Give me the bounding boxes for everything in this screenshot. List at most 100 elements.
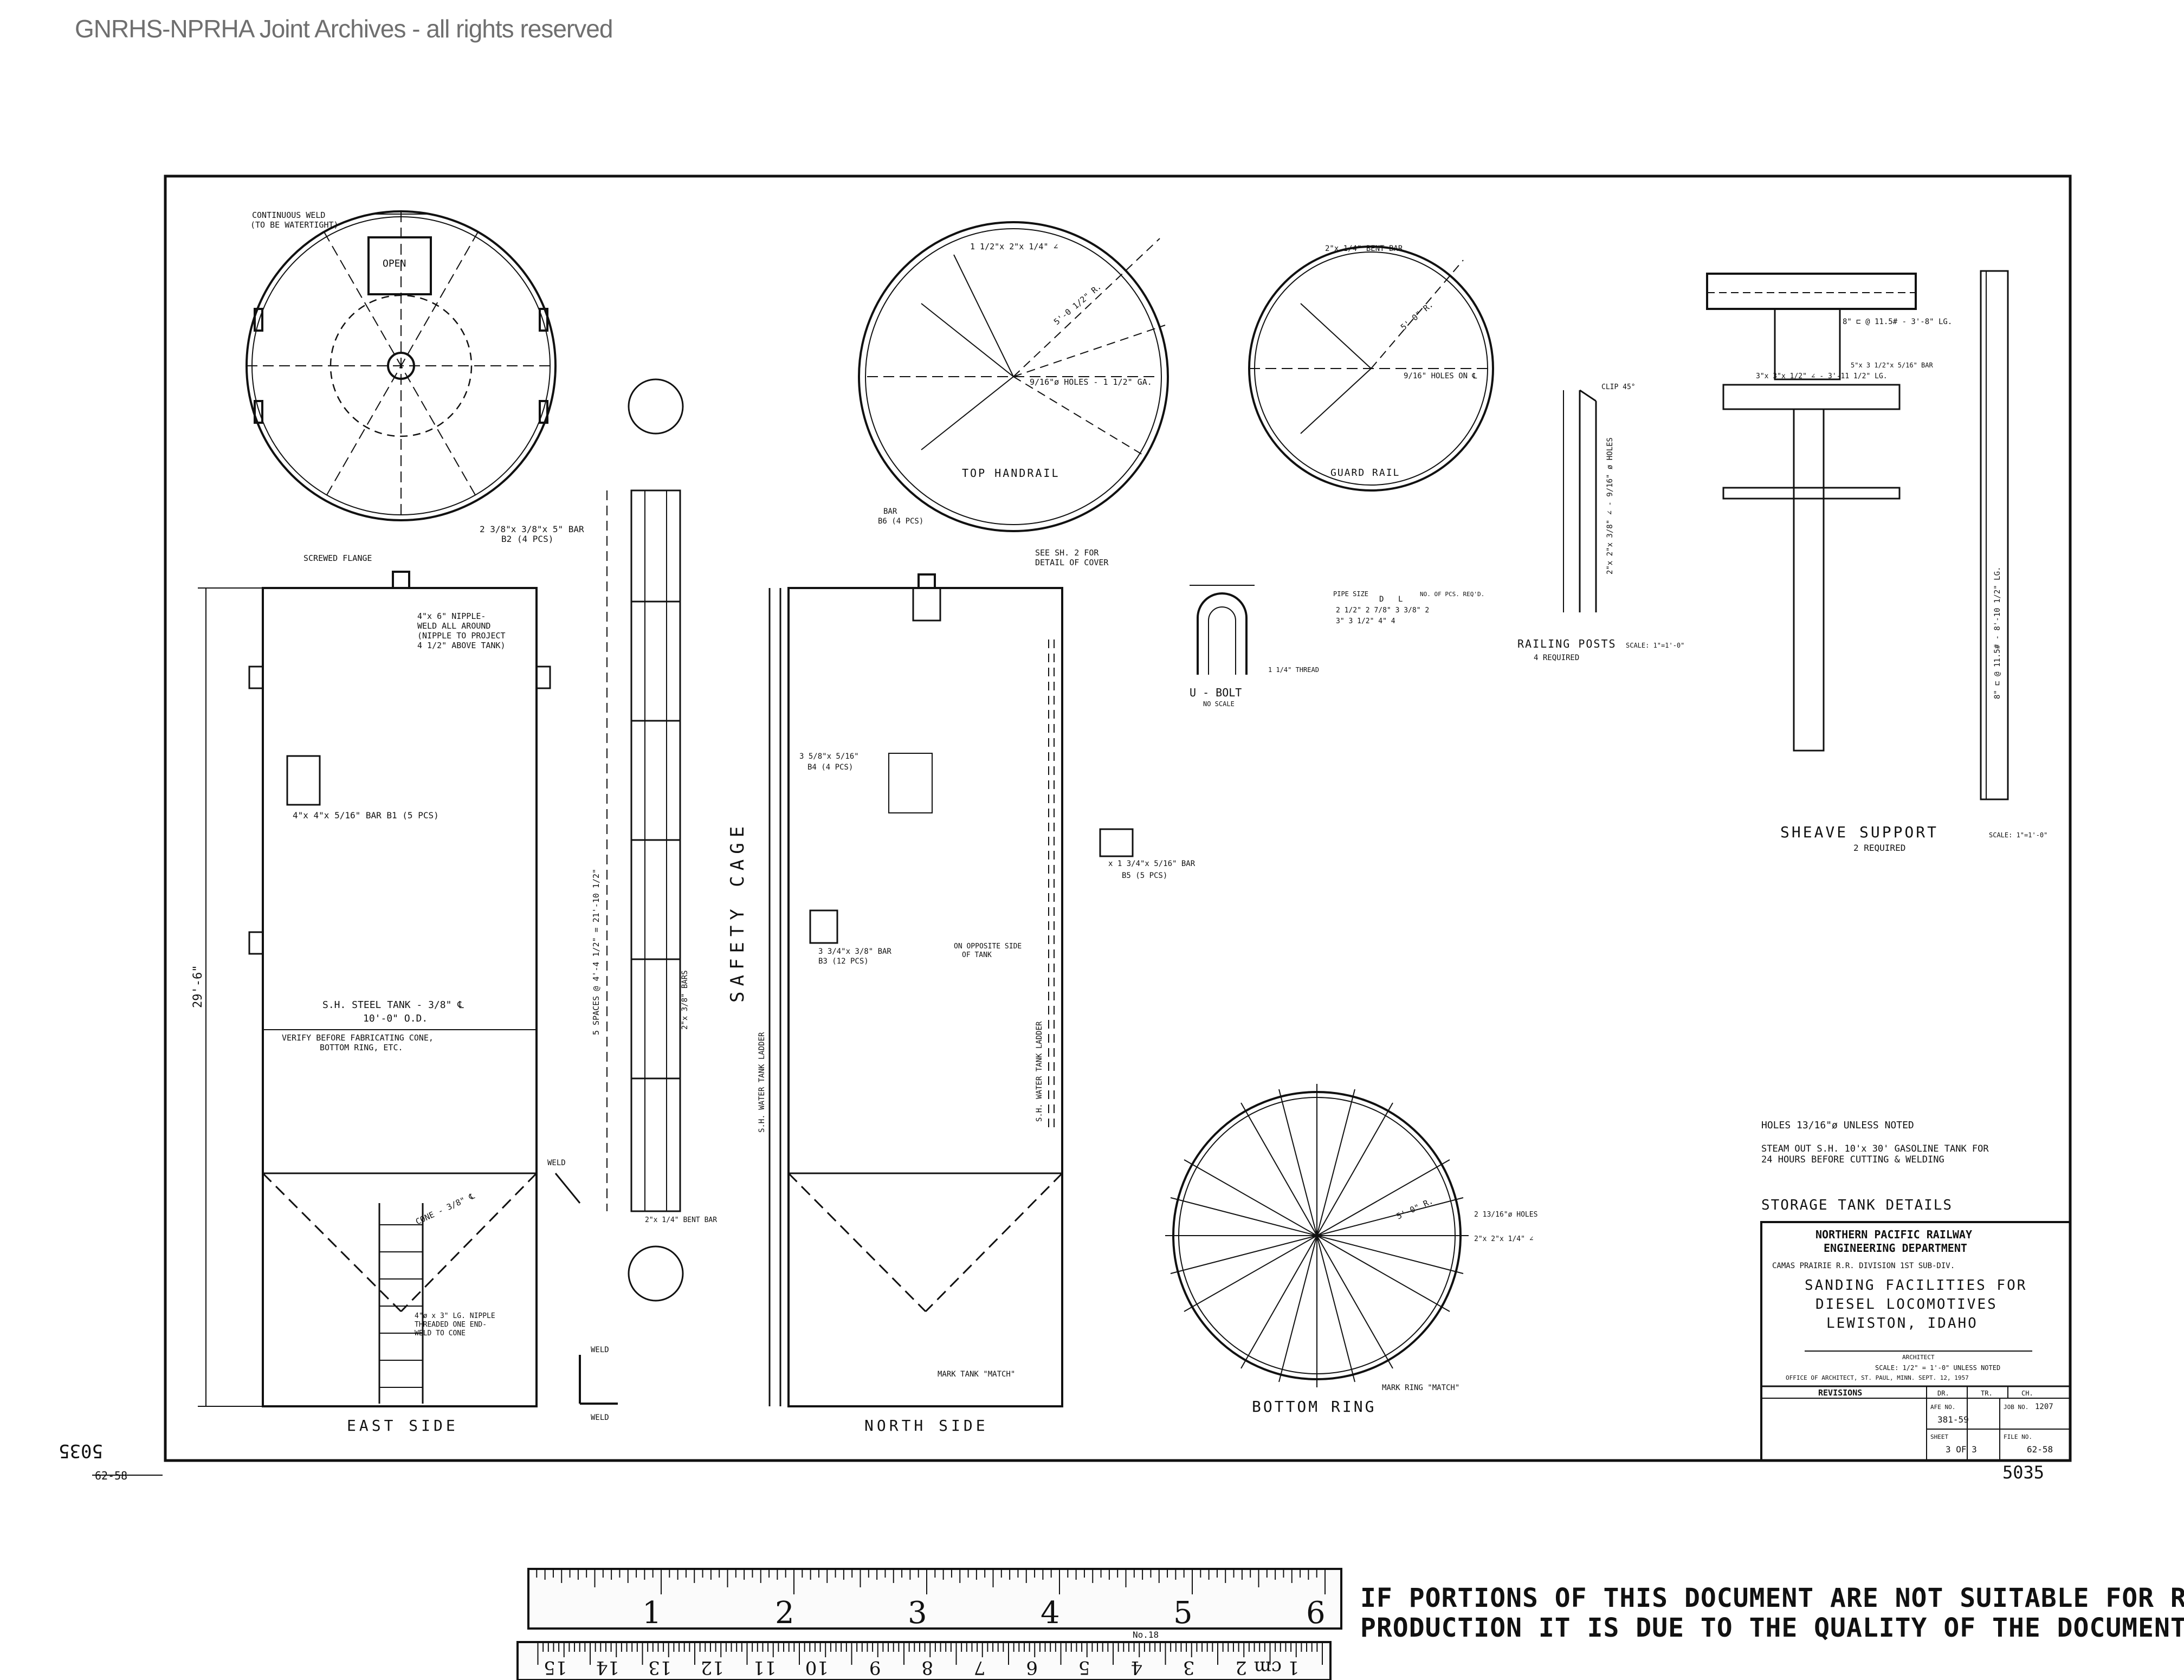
railing-posts-title: RAILING POSTS: [1517, 637, 1617, 650]
b2-pcs-note: B2 (4 PCS): [501, 534, 553, 544]
storage-tank-details-title: STORAGE TANK DETAILS: [1761, 1197, 1953, 1213]
safety-cage-view: [554, 378, 684, 1405]
sheave-angle-note: 3"x 3"x 1/2" ∠ - 3'-11 1/2" LG.: [1756, 372, 1888, 380]
weld-note-bottom: WELD: [591, 1413, 609, 1422]
tank-plan-view: [245, 210, 557, 521]
title-afe-value: 381-59: [1937, 1414, 1969, 1425]
nipple-note-3: (NIPPLE TO PROJECT: [417, 631, 506, 641]
cm-label: 14: [596, 1657, 619, 1678]
nipple-cone-note: 4"ø x 3" LG. NIPPLE: [415, 1312, 495, 1320]
sheave-support-scale: SCALE: 1"=1'-0": [1989, 831, 2047, 839]
guard-rail-title: GUARD RAIL: [1330, 467, 1400, 479]
inch-label-2: 2: [775, 1595, 794, 1631]
cm-label: 8: [921, 1657, 933, 1678]
cm-label: 12: [701, 1657, 724, 1678]
cm-label: 15: [544, 1657, 567, 1678]
cage-bars-note: 2"x 3/8" BARS: [681, 970, 689, 1030]
title-division: CAMAS PRAIRIE R.R. DIVISION 1ST SUB-DIV.: [1772, 1262, 1955, 1270]
safety-cage-title: SAFETY CAGE: [727, 821, 748, 1003]
b3-pcs-note: B3 (12 PCS): [818, 957, 869, 966]
title-line-1: SANDING FACILITIES FOR: [1805, 1277, 2027, 1294]
title-job-value: 1207: [2035, 1403, 2053, 1411]
inch-label-6: 6: [1306, 1595, 1326, 1631]
title-scale: SCALE: 1/2" = 1'-0" UNLESS NOTED: [1875, 1364, 2000, 1372]
screwed-flange-note: SCREWED FLANGE: [303, 553, 372, 563]
inch-label-1: 1: [642, 1595, 662, 1631]
north-side-elevation: [768, 573, 1134, 1407]
general-holes-note: HOLES 13/16"ø UNLESS NOTED: [1761, 1120, 1914, 1131]
cm-label: 13: [648, 1657, 671, 1678]
title-block: [1760, 1221, 2071, 1462]
cm-label: 9: [869, 1657, 881, 1678]
cm-label: 6: [1026, 1657, 1038, 1678]
post-angle-note: 2"x 2"x 3/8" ∠ - 9/16" ø HOLES: [1606, 437, 1614, 574]
nipple-note-4: 4 1/2" ABOVE TANK): [417, 641, 506, 650]
top-handrail-view: [858, 221, 1169, 532]
top-holes-note: 9/16"ø HOLES - 1 1/2" GA.: [1030, 377, 1152, 387]
u-bolt-thread: 1 1/4" THREAD: [1268, 666, 1319, 674]
b3-bar-note: 3 3/4"x 3/8" BAR: [818, 947, 891, 956]
sheave-plate-note: 5"x 3 1/2"x 5/16" BAR: [1851, 361, 1933, 369]
title-ch: CH.: [2021, 1390, 2033, 1397]
guard-radius-note: 5'-0" R.: [1399, 300, 1435, 332]
title-file-value: 62-58: [2027, 1444, 2053, 1455]
guard-rail-view: [1248, 245, 1494, 492]
north-side-title: NORTH SIDE: [864, 1417, 988, 1435]
top-angle-note: 1 1/2"x 2"x 1/4" ∠: [970, 242, 1058, 251]
quality-notice: IF PORTIONS OF THIS DOCUMENT ARE NOT SUI…: [1355, 1572, 2184, 1653]
bottom-ring-title: BOTTOM RING: [1252, 1398, 1376, 1416]
title-architect: ARCHITECT: [1902, 1354, 1935, 1361]
cm-label: 5: [1078, 1657, 1090, 1678]
nipple-cone-note-3: WELD TO CONE: [415, 1329, 466, 1337]
pipe-row-1: 2 1/2" 2 7/8" 3 3/8" 2: [1336, 606, 1429, 615]
cm-label: 7: [974, 1657, 986, 1678]
bent-bar-note: 2"x 1/4" BENT BAR: [645, 1216, 717, 1224]
verify-note: VERIFY BEFORE FABRICATING CONE,: [282, 1033, 434, 1043]
archive-watermark: GNRHS-NPRHA Joint Archives - all rights …: [75, 15, 613, 43]
b4-pcs-note: B4 (4 PCS): [807, 763, 853, 772]
cm-label: 2: [1235, 1657, 1247, 1678]
tank-spec-note: S.H. STEEL TANK - 3/8" ℄: [322, 999, 464, 1011]
cm-label: 11: [753, 1657, 776, 1678]
sheave-support-title: SHEAVE SUPPORT: [1780, 823, 1939, 841]
opposite-side-note-2: OF TANK: [962, 951, 992, 959]
ladder-note-2: S.H. WATER TANK LADDER: [1035, 1021, 1044, 1122]
u-bolt-scale: NO SCALE: [1203, 700, 1235, 708]
sheet-border: [164, 175, 2072, 1462]
radius-bottom-note: 5'-0" R.: [1395, 1196, 1435, 1222]
title-revisions: REVISIONS: [1818, 1388, 1862, 1398]
sheave-support-view: [1706, 270, 2009, 800]
steam-out-note-2: 24 HOURS BEFORE CUTTING & WELDING: [1761, 1154, 1944, 1165]
b2-bar-note: 2 3/8"x 3/8"x 5" BAR: [480, 524, 584, 534]
b6-pcs-note: B6 (4 PCS): [878, 517, 923, 526]
nipple-cone-note-2: THREADED ONE END-: [415, 1321, 487, 1329]
b6-bar-note: BAR: [883, 507, 897, 516]
right-margin-number: 5035: [2002, 1462, 2044, 1483]
u-bolt-title: U - BOLT: [1190, 686, 1242, 699]
u-bolt-view: [1190, 585, 1255, 675]
top-radius-note: 5'-0 1/2" R.: [1052, 282, 1103, 327]
title-sheet-label: SHEET: [1930, 1433, 1948, 1440]
inch-label-5: 5: [1173, 1595, 1193, 1631]
left-margin-number: 5035: [59, 1440, 103, 1462]
b5-bar-note: x 1 3/4"x 5/16" BAR: [1108, 860, 1196, 868]
pipe-row-2: 3" 3 1/2" 4" 4: [1336, 617, 1395, 625]
cm-label: 10: [805, 1657, 829, 1678]
see-sheet-note: SEE SH. 2 FOR: [1035, 548, 1099, 558]
title-tr: TR.: [1981, 1390, 1993, 1397]
b4-bar-note: 3 5/8"x 5/16": [799, 752, 859, 761]
continuous-weld-note: CONTINUOUS WELD: [252, 210, 325, 220]
notice-line-1: IF PORTIONS OF THIS DOCUMENT ARE NOT SUI…: [1360, 1583, 2184, 1613]
ladder-note: S.H. WATER TANK LADDER: [758, 1032, 766, 1133]
title-file-label: FILE NO.: [2004, 1433, 2032, 1440]
scale-ruler: [516, 1568, 1342, 1680]
mark-tank-note: MARK TANK "MATCH": [938, 1370, 1015, 1379]
see-sheet-note-2: DETAIL OF COVER: [1035, 558, 1109, 567]
b5-pcs-note: B5 (5 PCS): [1122, 871, 1167, 880]
title-dr: DR.: [1937, 1390, 1949, 1397]
guard-holes-note: 9/16" HOLES ON ℄: [1404, 372, 1477, 380]
nipple-note-2: WELD ALL AROUND: [417, 621, 490, 631]
open-label: OPEN: [383, 258, 406, 269]
